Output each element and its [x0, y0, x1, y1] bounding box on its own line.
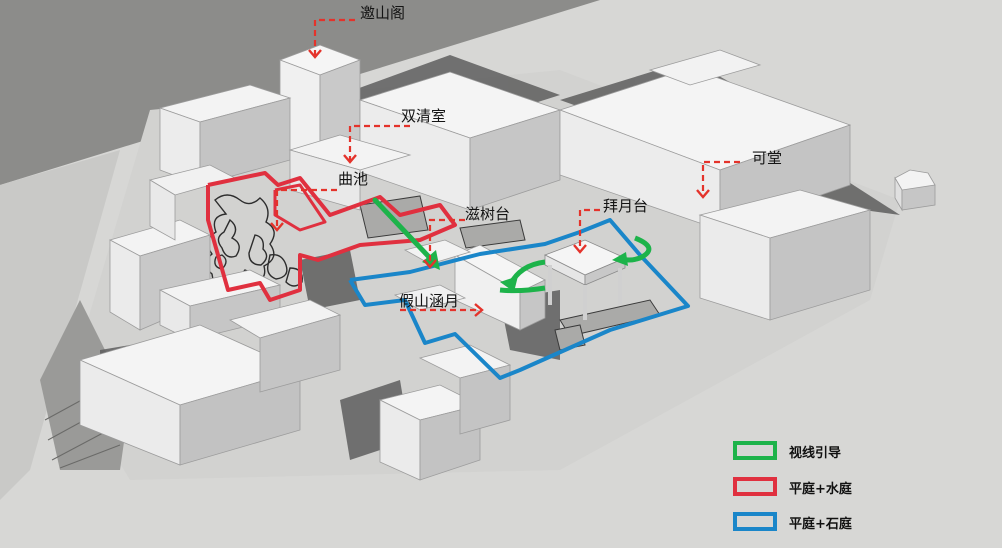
water-court-inner — [273, 183, 327, 232]
legend-label: 视线引导 — [789, 446, 842, 461]
pointer-heads — [270, 49, 710, 317]
label-shuangqing-shi: 双清室 — [401, 107, 447, 125]
legend-item-stone-court: 平庭+石庭 — [733, 511, 953, 535]
legend-swatch-red — [733, 477, 777, 496]
label-baiyue-tai: 拜月台 — [603, 197, 649, 215]
water-court-outline — [206, 171, 457, 302]
buildings — [78, 44, 936, 481]
legend-item-sightline: 视线引导 — [733, 440, 953, 464]
legend-label: 平庭+水庭 — [789, 482, 852, 497]
label-ke-tang: 可堂 — [752, 149, 783, 167]
pointer-leaders — [275, 18, 740, 312]
legend-swatch-green — [733, 441, 777, 460]
label-jiashan-hanyue: 假山涵月 — [399, 292, 460, 310]
stone-court-outline — [348, 218, 690, 380]
label-zishu-tai: 滋树台 — [465, 205, 511, 223]
label-qu-chi: 曲池 — [338, 170, 369, 188]
legend-label: 平庭+石庭 — [789, 517, 852, 532]
legend-item-water-court: 平庭+水庭 — [733, 476, 953, 500]
legend-swatch-blue — [733, 512, 777, 531]
ground-edge-shade — [0, 150, 120, 500]
label-yaoshan-ge: 邀山阁 — [360, 4, 406, 22]
